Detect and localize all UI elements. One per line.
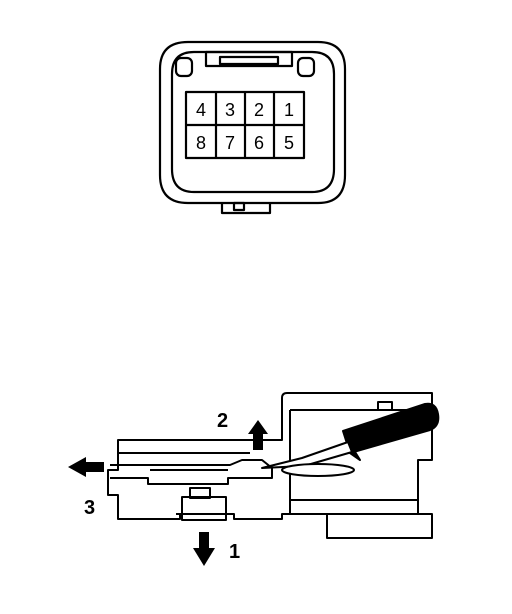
corner-guide-left bbox=[174, 56, 194, 78]
pin-label: 4 bbox=[196, 100, 206, 120]
terminal bbox=[110, 459, 273, 485]
pin-label: 3 bbox=[225, 100, 235, 120]
housing-outline bbox=[158, 40, 347, 205]
step-3-label: 3 bbox=[84, 497, 95, 519]
screwdriver-handle bbox=[342, 402, 440, 454]
pin-label: 6 bbox=[254, 133, 264, 153]
connector-front-view bbox=[158, 40, 347, 215]
pin-label: 5 bbox=[284, 133, 294, 153]
secondary-lock bbox=[181, 496, 227, 521]
pin-label: 1 bbox=[284, 100, 294, 120]
step-2-label: 2 bbox=[217, 410, 228, 432]
arrow-step-2-icon bbox=[248, 420, 268, 450]
arrow-step-3-icon bbox=[68, 457, 104, 477]
step-1-label: 1 bbox=[229, 541, 240, 563]
bottom-lock-tab bbox=[220, 203, 272, 215]
corner-guide-right bbox=[296, 56, 316, 78]
screwdriver bbox=[261, 402, 440, 477]
top-latch-slot bbox=[204, 50, 294, 68]
pin-label: 7 bbox=[225, 133, 235, 153]
arrow-step-1-icon bbox=[193, 532, 215, 566]
pin-label: 2 bbox=[254, 100, 264, 120]
pin-numbers: 4 3 2 1 8 7 6 5 bbox=[196, 100, 294, 153]
housing-inner bbox=[170, 50, 336, 194]
pin-label: 8 bbox=[196, 133, 206, 153]
